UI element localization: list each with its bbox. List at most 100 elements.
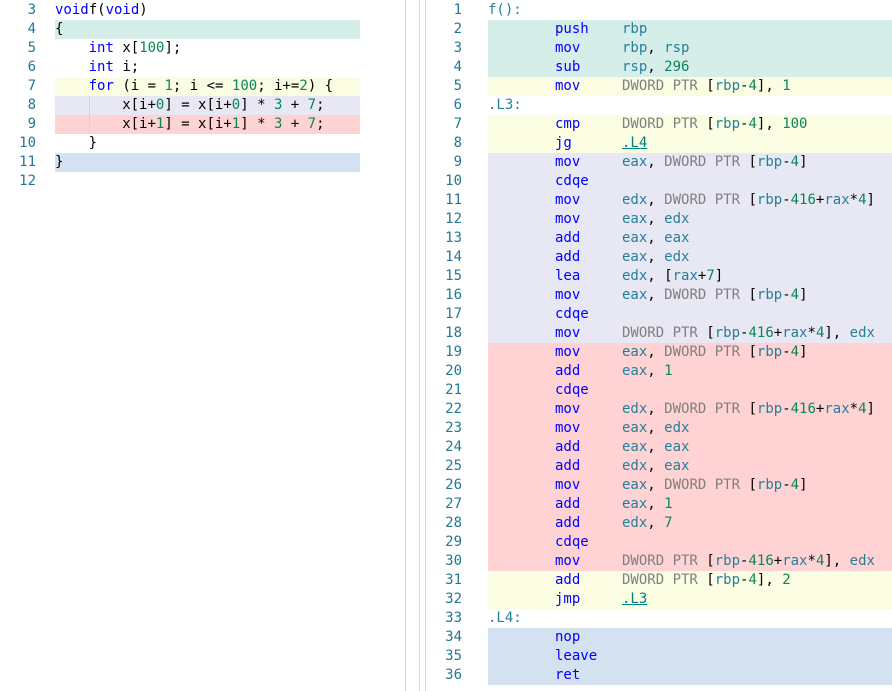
- number-token: 416: [790, 401, 816, 417]
- asm-label-line[interactable]: 33.L4:: [426, 609, 892, 628]
- line-number: 11: [445, 192, 462, 208]
- label-link[interactable]: .L4: [622, 135, 648, 151]
- asm-label: .L4:: [488, 610, 522, 626]
- asm-opcode: mov: [555, 325, 581, 341]
- source-line[interactable]: 12: [0, 172, 406, 191]
- number-token: 7: [664, 515, 673, 531]
- number-token: 416: [790, 192, 816, 208]
- number-token: 1: [164, 78, 173, 94]
- pane-splitter[interactable]: [419, 0, 420, 691]
- number-token: 3: [273, 116, 283, 132]
- source-line[interactable]: 11}: [0, 153, 406, 172]
- punct-token: [: [706, 325, 715, 341]
- number-token: 3: [273, 97, 283, 113]
- register-token: eax: [622, 154, 648, 170]
- punct-token: ,: [647, 420, 665, 436]
- line-number: 5: [453, 78, 462, 94]
- asm-code-text: leave: [488, 647, 892, 666]
- code-token: f(: [88, 2, 106, 18]
- punct-token: , [: [647, 268, 673, 284]
- number-token: 4: [815, 553, 825, 569]
- line-number: 12: [19, 173, 36, 189]
- register-token: rbp: [622, 21, 648, 37]
- punct-token: ,: [647, 496, 665, 512]
- line-number: 13: [445, 230, 462, 246]
- punct-token: ,: [647, 211, 665, 227]
- source-line[interactable]: 10}: [0, 134, 406, 153]
- punct-token: ,: [647, 40, 665, 56]
- asm-opcode: jmp: [555, 591, 581, 607]
- line-number: 20: [445, 363, 462, 379]
- asm-label-line[interactable]: 6.L3:: [426, 96, 892, 115]
- punct-token: [: [706, 572, 715, 588]
- line-number: 4: [27, 21, 36, 37]
- line-number: 27: [445, 496, 462, 512]
- punct-token: ,: [647, 363, 665, 379]
- line-number: 14: [445, 249, 462, 265]
- punct-token: -: [740, 325, 749, 341]
- code-token: x[i+: [122, 97, 156, 113]
- asm-code-text: nop: [488, 628, 892, 647]
- code-token: +: [282, 116, 308, 132]
- code-token: x[: [113, 40, 140, 56]
- asm-operands: eax, 1: [622, 362, 673, 381]
- punct-token: +: [815, 192, 825, 208]
- asm-opcode: sub: [555, 59, 581, 75]
- line-number: 30: [445, 553, 462, 569]
- code-token: ] = x[i+: [164, 97, 232, 113]
- code-token: ] *: [240, 116, 274, 132]
- punct-token: -: [782, 154, 791, 170]
- label-link[interactable]: .L3: [622, 591, 648, 607]
- asm-operands: eax, DWORD PTR [rbp-4]: [622, 286, 808, 305]
- asm-code-text: jg.L4: [488, 134, 892, 153]
- register-token: eax: [622, 249, 648, 265]
- asm-operands: DWORD PTR [rbp-4], 2: [622, 571, 791, 590]
- source-line[interactable]: 4{: [0, 20, 406, 39]
